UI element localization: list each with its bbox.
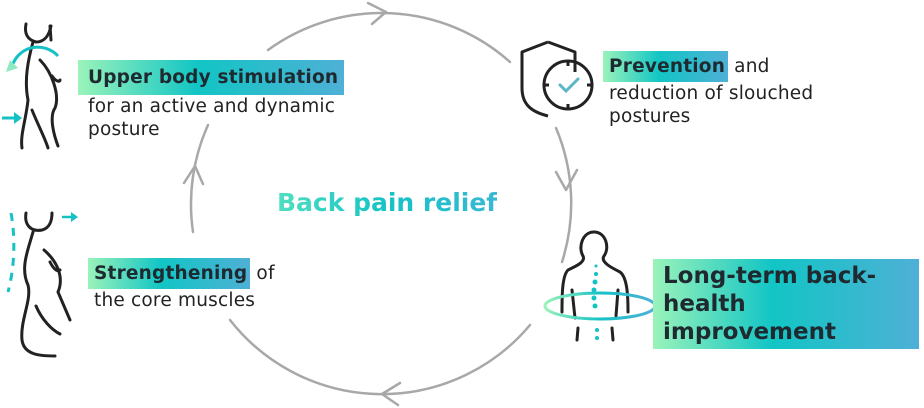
step-desc-line1: for an active and dynamic <box>88 96 336 117</box>
step-line1: Long-term back- <box>663 263 877 289</box>
step-highlight: Strengthening <box>88 258 251 289</box>
check-icon <box>558 77 580 94</box>
arrow-left-icon <box>380 381 402 407</box>
step-long-term: Long-term back- health improvement <box>653 259 919 349</box>
step-highlight: Prevention <box>603 51 729 82</box>
arrow-down-icon <box>554 168 579 192</box>
shield-clock-check-icon <box>520 40 594 118</box>
arrow-up-icon <box>182 164 205 186</box>
cycle-arc-right <box>554 126 573 264</box>
posture-line-icon <box>6 212 16 293</box>
step-desc-inline: and <box>728 56 770 77</box>
step-highlight: Upper body stimulation <box>78 60 345 95</box>
center-title: Back pain relief <box>277 188 498 217</box>
step-desc-line1: reduction of slouched <box>609 83 814 104</box>
cycle-arc-bottom <box>228 318 532 396</box>
step-desc-line2: postures <box>609 106 691 127</box>
step-desc-line2: posture <box>88 119 160 140</box>
step-desc-inline: of <box>250 263 275 284</box>
step-desc-line1: the core muscles <box>94 290 256 311</box>
cycle-arc-top <box>266 11 512 64</box>
back-spine-ring-icon <box>560 230 630 342</box>
core-posture-figure-icon <box>20 211 72 358</box>
step-line2: health improvement <box>663 291 836 345</box>
step-upper-body: Upper body stimulation for an active and… <box>78 60 368 141</box>
upper-body-figure-icon <box>20 22 62 150</box>
step-prevention: Prevention and reduction of slouched pos… <box>603 51 903 128</box>
cycle-arc-left <box>189 123 210 234</box>
step-strengthening: Strengthening of the core muscles <box>88 258 308 312</box>
arrow-right-icon <box>366 1 388 26</box>
rotation-arrow-icon <box>10 45 60 67</box>
